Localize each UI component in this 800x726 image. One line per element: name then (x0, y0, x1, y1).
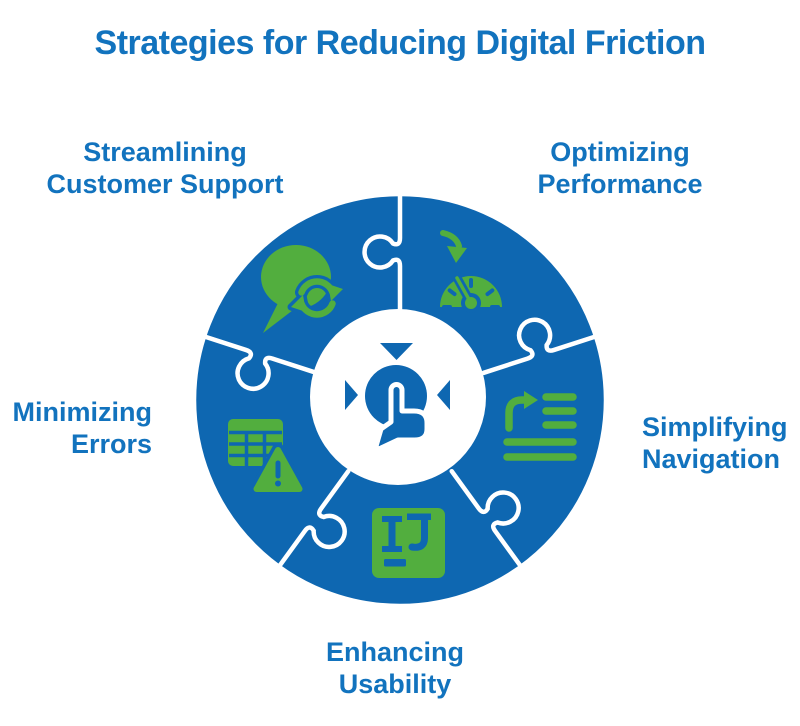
navigation-list-icon (503, 391, 577, 461)
label-line: Usability (338, 669, 452, 699)
label-line: Performance (537, 169, 703, 199)
label-line: Streamlining (83, 137, 247, 167)
text-edit-ij-icon (372, 508, 445, 578)
label-optimizing-performance: Optimizing Performance (495, 136, 745, 200)
label-line: Simplifying (642, 412, 788, 442)
tap-finger-hand (373, 382, 430, 452)
touch-tap-icon (345, 343, 450, 452)
chat-refresh-icon (261, 245, 347, 333)
table-warning-icon (228, 419, 307, 496)
page-title: Strategies for Reducing Digital Friction (94, 24, 706, 62)
speedometer-icon (440, 230, 502, 313)
label-simplifying-navigation: Simplifying Navigation (642, 411, 800, 475)
label-line: Navigation (642, 444, 781, 474)
label-streamlining-customer-support: Streamlining Customer Support (40, 136, 290, 200)
label-line: Enhancing (325, 637, 464, 667)
label-line: Optimizing (550, 137, 690, 167)
label-minimizing-errors: Minimizing Errors (0, 396, 152, 460)
label-line: Errors (70, 429, 152, 459)
label-line: Customer Support (46, 169, 284, 199)
label-line: Minimizing (12, 397, 152, 427)
label-enhancing-usability: Enhancing Usability (270, 636, 520, 700)
